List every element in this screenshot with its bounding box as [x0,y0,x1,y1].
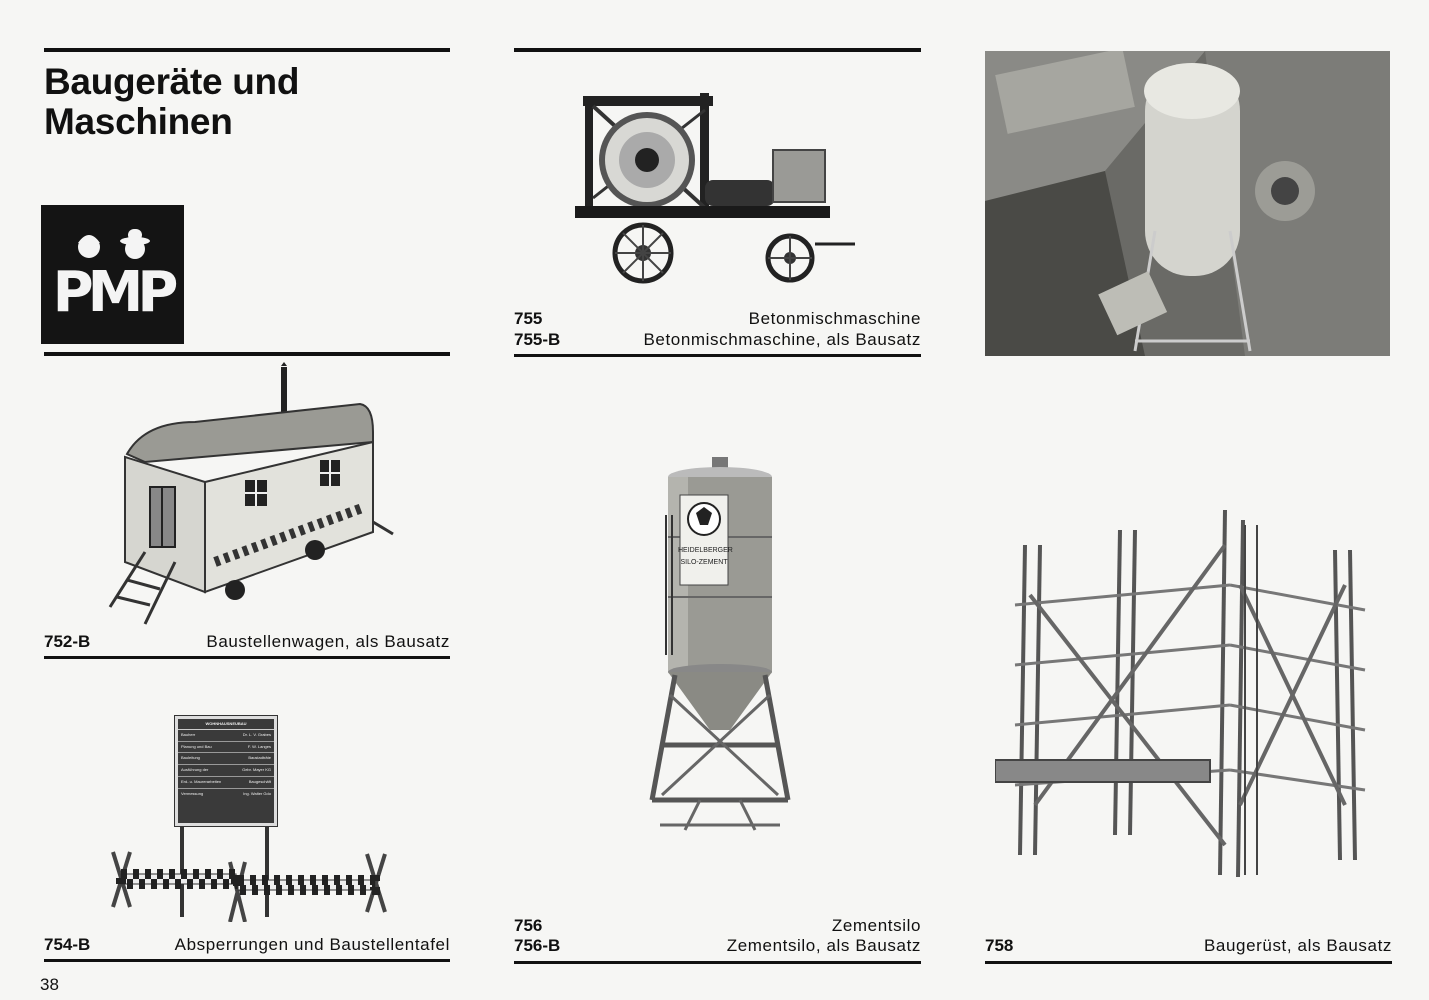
logo-text: PMP [52,260,179,325]
concrete-mixer-illustration [575,93,855,284]
rule-752-b [44,656,450,659]
site-sign-row-value: F. W. Langes [247,743,271,749]
item-code-756: 756 [514,916,543,935]
item-code-754-b: 754-B [44,935,91,954]
page-title-line2: Maschinen [44,101,233,142]
logo-figures-icon [78,229,150,259]
item-code-752-b: 752-B [44,632,91,651]
site-sign-row-key: Ausführung der [181,767,209,773]
logo-rule [44,352,450,356]
barriers-graphic [111,822,387,922]
cement-silo-graphic [649,457,791,831]
construction-site-photo [985,51,1390,356]
rule-756 [514,961,921,964]
site-sign-row-value: Baustadträte [248,755,271,761]
site-sign-row-value: Dr. L. V. Grabes [242,731,271,737]
item-code-755: 755 [514,309,543,328]
item-label-752-b: Baustellenwagen, als Bausatz [206,632,450,651]
item-code-755-b: 755-B [514,330,561,349]
site-sign-row: Vermessung Ing. Walter Gdo [178,789,274,800]
site-sign-row-key: Vermessung [181,790,204,796]
page-title: Baugeräte und Maschinen [44,62,444,142]
top-rule-center [514,48,921,52]
site-sign-row-key: Bauleitung [181,755,200,761]
item-label-756-b: Zementsilo, als Bausatz [726,936,921,955]
silo-sign-text-2: SILO-ZEMENT [680,559,728,566]
site-sign-row-value: Ing. Walter Gdo [243,790,271,796]
silo-sign-text-1: HEIDELBERGER [678,547,733,554]
site-sign-row-value: Baugeschäft [248,778,271,784]
barriers-and-sign-illustration: WOHNHAUSNEUBAU Bauherr Dr. L. V. Grabes … [105,712,395,922]
site-sign-board: WOHNHAUSNEUBAU Bauherr Dr. L. V. Grabes … [174,715,278,827]
site-sign-row: Ausführung der Gebr. Mayer KG [178,765,274,777]
site-sign-row: Erd- u. Maurerarbeiten Baugeschäft [178,777,274,789]
scaffolding-illustration [995,509,1366,878]
item-code-758: 758 [985,936,1014,955]
item-label-756: Zementsilo [831,916,921,935]
top-rule-left [44,48,450,52]
site-sign-row: Planung und Bau F. W. Langes [178,742,274,754]
site-sign-row-value: Gebr. Mayer KG [242,767,271,773]
construction-site-photo-image [985,51,1390,356]
item-label-754-b: Absperrungen und Baustellentafel [174,935,450,954]
item-label-755: Betonmischmaschine [748,309,921,328]
site-sign-row: Bauherr Dr. L. V. Grabes [178,730,274,742]
cement-silo-illustration: HEIDELBERGER SILO-ZEMENT [640,455,800,840]
item-label-758: Baugerüst, als Bausatz [1203,936,1392,955]
rule-754-b [44,959,450,962]
item-code-756-b: 756-B [514,936,561,955]
rule-755 [514,354,921,357]
page-number: 38 [40,975,59,994]
rule-758 [985,961,1392,964]
site-sign-row-key: Erd- u. Maurerarbeiten [181,778,222,784]
construction-trailer-illustration [108,362,394,625]
site-sign-row-key: Bauherr [181,731,196,737]
site-sign-row: Bauleitung Baustadträte [178,753,274,766]
site-sign-row-key: Planung und Bau [181,743,212,749]
pmp-logo: PMP [41,205,184,344]
site-sign-heading: WOHNHAUSNEUBAU [178,719,274,730]
item-label-755-b: Betonmischmaschine, als Bausatz [643,330,921,349]
page-title-line1: Baugeräte und [44,61,300,102]
